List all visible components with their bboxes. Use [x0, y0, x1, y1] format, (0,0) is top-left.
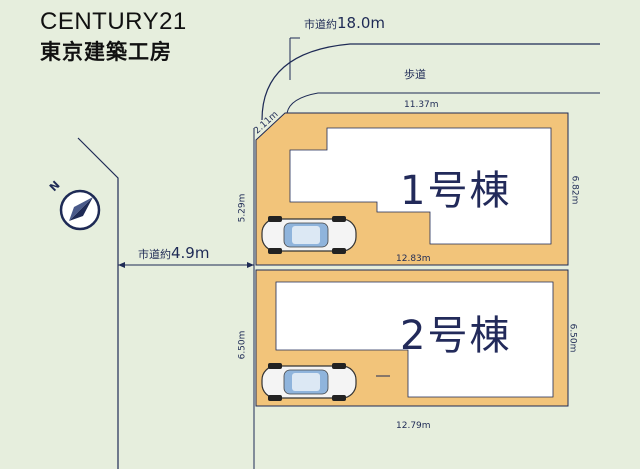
- dim-top: 11.37m: [404, 100, 439, 110]
- car-icon: [261, 216, 357, 254]
- brand-name: CENTURY21: [40, 8, 187, 35]
- svg-text:N: N: [47, 178, 63, 194]
- dim-lot1-left: 5.29m: [237, 193, 248, 223]
- brand-subtitle: 東京建築工房: [40, 40, 172, 64]
- compass-icon: N: [47, 178, 101, 231]
- building-1: [289, 127, 552, 245]
- building-2: [275, 281, 554, 398]
- road-edge-curb: [261, 43, 600, 121]
- north-road-width: 18.0m: [337, 14, 386, 32]
- sidewalk-edge: [286, 92, 600, 114]
- arrowhead-right: [247, 262, 254, 268]
- dim-bottom: 12.79m: [396, 421, 431, 431]
- west-road-width: 4.9m: [171, 244, 210, 262]
- north-road-prefix: 市道約: [304, 18, 337, 31]
- north-road-label: 市道約18.0m: [304, 14, 385, 32]
- dim-lot2-right: 6.50m: [567, 323, 578, 353]
- building-2-label: 2号棟: [400, 313, 512, 359]
- dim-lot1-right: 6.82m: [569, 175, 580, 205]
- dim-lot2-left: 6.50m: [237, 330, 248, 360]
- west-road-prefix: 市道約: [138, 248, 171, 261]
- sidewalk-label: 歩道: [404, 68, 426, 81]
- west-road-edge: [77, 137, 119, 469]
- arrowhead-left: [118, 262, 125, 268]
- west-road-label: 市道約4.9m: [138, 244, 209, 262]
- building-1-label: 1号棟: [400, 168, 512, 214]
- dim-middle: 12.83m: [396, 254, 431, 264]
- car-icon: [261, 363, 357, 401]
